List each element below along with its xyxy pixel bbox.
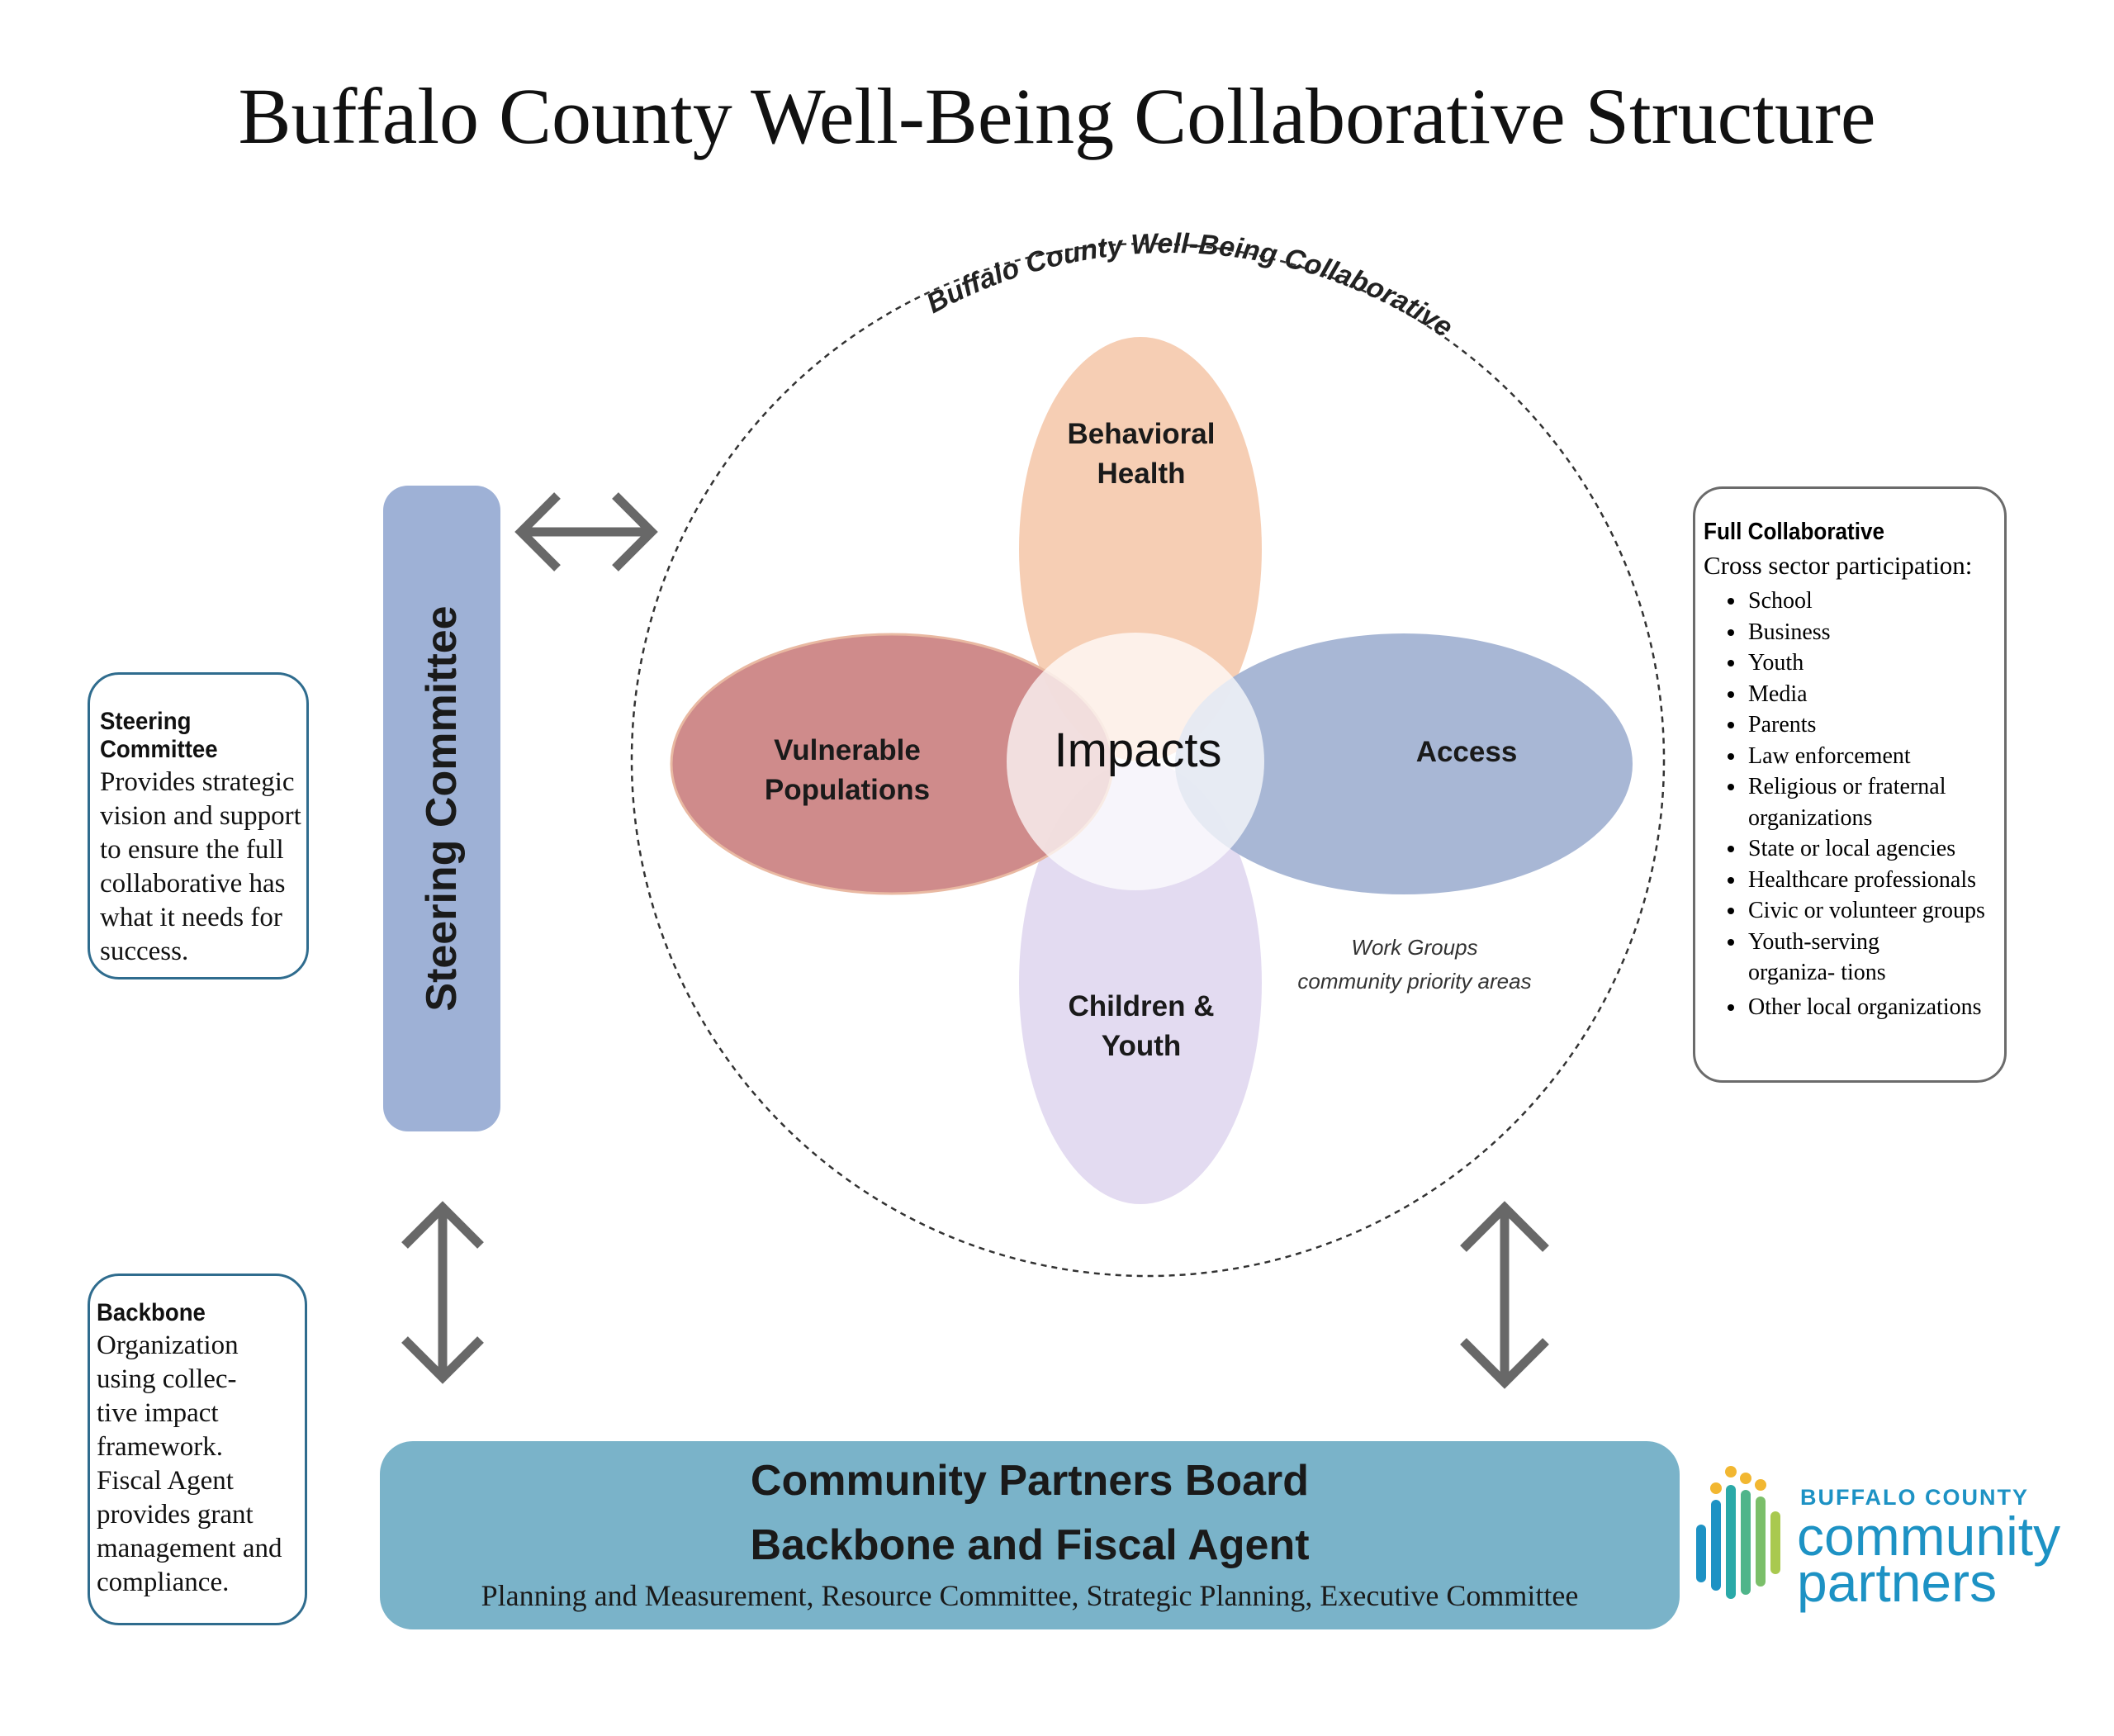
collaborative-boundary-circle bbox=[630, 242, 1666, 1278]
steering-committee-bar-label: Steering Committee bbox=[418, 605, 466, 1012]
behavioral-health-label-2: Health bbox=[1097, 458, 1186, 490]
steering-note-line: collaborative has bbox=[100, 869, 286, 899]
list-item: Business bbox=[1747, 617, 2004, 648]
impacts-center-circle bbox=[1007, 633, 1264, 890]
backbone-note-line: Organization bbox=[97, 1330, 239, 1360]
logo-bars-icon bbox=[1696, 1466, 1780, 1599]
backbone-note-line: using collec- bbox=[97, 1364, 237, 1394]
list-item: Parents bbox=[1747, 709, 2004, 741]
vulnerable-populations-label-1: Vulnerable bbox=[774, 734, 921, 766]
steering-note-heading: Steering Committee bbox=[100, 708, 218, 763]
access-label: Access bbox=[1416, 736, 1518, 768]
board-committees: Planning and Measurement, Resource Commi… bbox=[481, 1579, 1579, 1612]
board-title: Community Partners Board bbox=[750, 1457, 1310, 1505]
logo-community-text: community bbox=[1797, 1506, 2061, 1567]
full-collaborative-heading: Full Collaborative bbox=[1704, 519, 1884, 545]
logo-small-text: BUFFALO COUNTY bbox=[1800, 1485, 2029, 1510]
participation-list: School Business Youth Media Parents Law … bbox=[1704, 586, 2004, 1022]
backbone-note-line: tive impact bbox=[97, 1398, 219, 1428]
behavioral-health-label-1: Behavioral bbox=[1068, 418, 1216, 450]
backbone-note-line: framework. bbox=[97, 1432, 224, 1462]
steering-note-line: vision and support bbox=[100, 801, 301, 831]
backbone-note-heading: Backbone bbox=[97, 1299, 206, 1326]
horizontal-double-arrow bbox=[514, 492, 658, 572]
list-item: School bbox=[1747, 586, 2004, 617]
vulnerable-populations-label-2: Populations bbox=[765, 774, 930, 806]
collaborative-arc-label: Buffalo County Well-Being Collaborative bbox=[922, 228, 1458, 344]
list-item: Other local organizations bbox=[1747, 992, 2004, 1023]
children-youth-label-2: Youth bbox=[1102, 1030, 1182, 1062]
backbone-note-line: management and bbox=[97, 1534, 282, 1563]
work-groups-label: Work Groups bbox=[1351, 935, 1477, 960]
work-groups-sublabel: community priority areas bbox=[1297, 969, 1531, 994]
steering-committee-bar: Steering Committee bbox=[383, 486, 500, 1131]
list-item: Religious or fraternal organizations bbox=[1747, 771, 1946, 833]
left-vertical-double-arrow bbox=[401, 1201, 484, 1384]
list-item: Media bbox=[1747, 679, 2004, 710]
list-item: Law enforcement bbox=[1747, 741, 2004, 772]
logo-partners-text: partners bbox=[1797, 1552, 1998, 1613]
children-youth-label-1: Children & bbox=[1069, 990, 1215, 1022]
list-item: Youth-serving organiza- tions bbox=[1747, 927, 1963, 989]
list-item: Civic or volunteer groups bbox=[1747, 895, 2004, 927]
steering-note-line: to ensure the full bbox=[100, 835, 284, 865]
full-collaborative-box: Full Collaborative Cross sector particip… bbox=[1693, 486, 2007, 1083]
list-item: Youth bbox=[1747, 647, 2004, 679]
petal-access bbox=[1175, 633, 1633, 894]
steering-note-line: Provides strategic bbox=[100, 767, 295, 797]
list-item: State or local agencies bbox=[1747, 833, 2004, 865]
right-vertical-double-arrow bbox=[1460, 1201, 1549, 1389]
full-collaborative-subheading: Cross sector participation: bbox=[1704, 551, 1973, 580]
steering-note-line: success. bbox=[100, 937, 189, 966]
backbone-note-line: provides grant bbox=[97, 1500, 254, 1530]
impacts-label: Impacts bbox=[1054, 723, 1221, 777]
backbone-note-line: Fiscal Agent bbox=[97, 1466, 234, 1496]
board-subtitle: Backbone and Fiscal Agent bbox=[750, 1521, 1310, 1569]
backbone-note-line: compliance. bbox=[97, 1568, 230, 1597]
list-item: Healthcare professionals bbox=[1747, 865, 2004, 896]
community-partners-logo: BUFFALO COUNTY community partners bbox=[1693, 1454, 2081, 1613]
steering-committee-note: Steering Committee Provides strategic vi… bbox=[88, 672, 309, 979]
backbone-note: Backbone Organization using collec- tive… bbox=[88, 1274, 307, 1625]
steering-note-line: what it needs for bbox=[100, 903, 282, 932]
community-partners-board: Community Partners Board Backbone and Fi… bbox=[380, 1441, 1680, 1629]
page-title: Buffalo County Well-Being Collaborative … bbox=[238, 72, 1876, 160]
